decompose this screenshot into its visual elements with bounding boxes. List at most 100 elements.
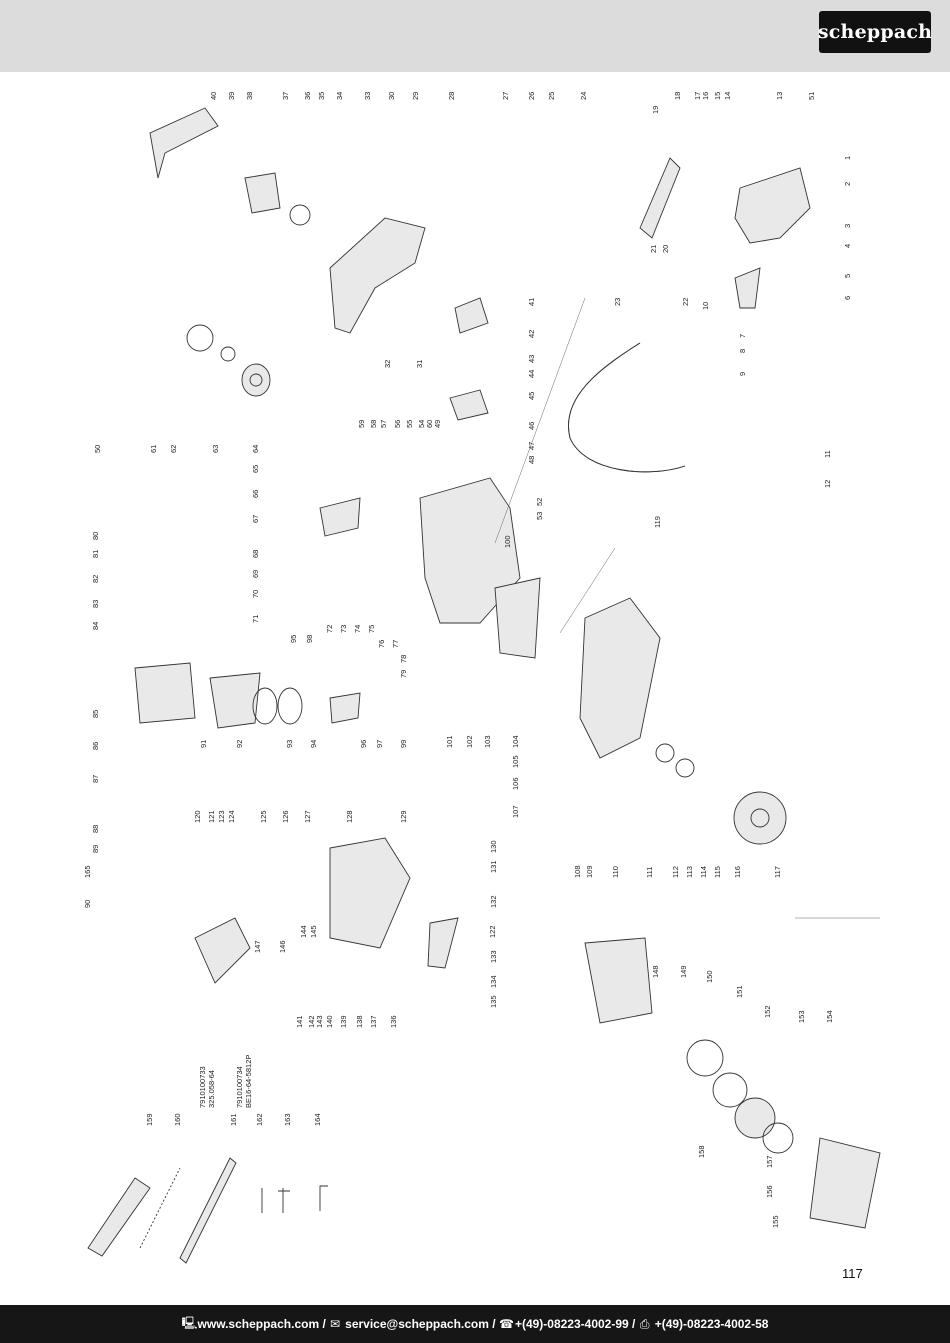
callout-label: 112 [671,866,680,878]
footer-phone: +(49)-08223-4002-99 [514,1317,629,1331]
callout-label: 54 [417,420,426,428]
callout-label: 67 [251,515,260,523]
callout-label: 85 [91,710,100,718]
callout-label: 14 [723,92,732,100]
callout-label: 122 [488,925,497,938]
callout-label: 116 [733,866,742,878]
callout-label: 101 [445,735,454,748]
exploded-parts-diagram: 1234567891011121314151617181920212223242… [83,92,881,1264]
callout-label: 115 [713,866,722,878]
callout-label: 55 [405,420,414,428]
callout-label: 11 [823,450,832,458]
callout-label: 148 [651,965,660,978]
callout-label: 15 [713,92,722,100]
callout-label: 12 [823,480,832,488]
callout-label: 82 [91,575,100,583]
callout-label: 16 [701,92,710,100]
callout-label: 24 [579,92,588,100]
callout-label: 34 [335,92,344,100]
callout-label: 133 [489,950,498,963]
callout-label: 147 [253,940,262,953]
callout-label: 52 [535,498,544,506]
callout-label: 30 [387,92,396,100]
header-band: scheppach [0,0,950,72]
callout-label: 91 [199,740,208,748]
callout-label: 8 [738,349,747,353]
callout-label: 49 [433,420,442,428]
callout-label: 157 [765,1155,774,1168]
callout-label: 165 [83,865,92,878]
callout-label: 37 [281,92,290,100]
callout-label: 69 [251,570,260,578]
callout-label: 156 [765,1185,774,1198]
callout-label: 137 [369,1015,378,1028]
callout-label: 73 [339,625,348,633]
callout-label: 50 [93,445,102,453]
part-code-label: BE16-64-5812P [244,1055,253,1108]
callout-label: 135 [489,995,498,1008]
callout-label: 84 [91,622,100,630]
callout-label: 158 [697,1145,706,1158]
footer-separator: / [319,1317,330,1331]
callout-label: 109 [585,865,594,878]
callout-label: 36 [303,92,312,100]
callout-label: 20 [661,245,670,253]
callout-label: 27 [501,92,510,100]
callout-label: 143 [315,1015,324,1028]
brand-logo-text: scheppach [817,21,933,43]
callout-label: 117 [773,866,782,878]
footer-fax: +(49)-08223-4002-58 [654,1317,769,1331]
footer-email[interactable]: service@scheppach.com [345,1317,489,1331]
callout-label: 136 [389,1015,398,1028]
callout-label: 153 [797,1010,806,1023]
callout-label: 141 [295,1015,304,1028]
callout-label: 81 [91,550,100,558]
callout-label: 159 [145,1113,154,1126]
callout-label: 106 [511,777,520,790]
callout-label: 131 [489,860,498,873]
callout-label: 29 [411,92,420,100]
callout-label: 10 [701,302,710,310]
callout-label: 121 [207,810,216,823]
callout-label: 119 [653,516,662,528]
callout-label: 99 [399,740,408,748]
callout-label: 40 [209,92,218,100]
callout-label: 26 [527,92,536,100]
callout-label: 6 [843,296,852,300]
callout-label: 18 [673,92,682,100]
mail-icon: ✉ [330,1317,341,1331]
callout-label: 164 [313,1113,322,1126]
footer-website[interactable]: www.scheppach.com [197,1317,320,1331]
callout-label: 42 [527,330,536,338]
callout-label: 4 [843,244,852,248]
callout-label: 87 [91,775,100,783]
brand-logo: scheppach [817,11,933,53]
callout-label: 139 [339,1015,348,1028]
callout-label: 2 [843,182,852,186]
part-code-label: 7910100733 [198,1066,207,1108]
callout-label: 68 [251,550,260,558]
callout-label: 93 [285,740,294,748]
callout-label: 35 [317,92,326,100]
callout-label: 111 [645,867,654,878]
diagram-parts [87,107,881,1264]
callout-label: 92 [235,740,244,748]
callout-label: 38 [245,92,254,100]
footer-separator: / [628,1317,639,1331]
callout-label: 144 [299,925,308,938]
callout-labels: 1234567891011121314151617181920212223242… [83,92,852,1228]
callout-label: 151 [735,985,744,998]
callout-label: 162 [255,1113,264,1126]
callout-label: 102 [465,735,474,748]
callout-label: 108 [573,865,582,878]
callout-label: 145 [309,925,318,938]
callout-label: 161 [229,1113,238,1126]
callout-label: 126 [281,810,290,823]
callout-label: 59 [357,420,366,428]
callout-label: 114 [699,866,708,878]
callout-label: 110 [611,866,620,878]
callout-label: 76 [377,640,386,648]
callout-label: 44 [527,370,536,378]
callout-label: 41 [527,298,536,306]
callout-label: 96 [359,740,368,748]
